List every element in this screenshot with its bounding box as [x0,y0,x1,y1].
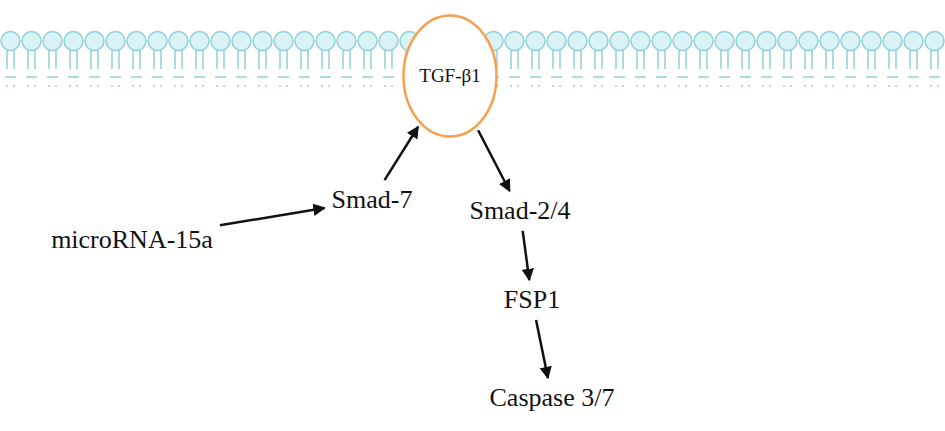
arrow-connector [220,208,325,225]
node-text: Smad-7 [332,185,413,215]
mirna-label: microRNA-15a [47,223,217,257]
arrow-connector [478,130,510,191]
node-text: microRNA-15a [51,225,213,255]
node-text: Caspase 3/7 [490,383,615,413]
protein-label: FSP1 [500,283,564,317]
arrow-connector [523,231,530,280]
protein-label: Smad-7 [328,183,417,217]
protein-label: Smad-2/4 [465,194,574,228]
node-text: Smad-2/4 [469,196,570,226]
receptor-ellipse: TGF-β1 [402,14,498,138]
protein-label: Caspase 3/7 [486,381,619,415]
node-text: FSP1 [504,285,560,315]
arrow-connector [536,320,548,378]
node-text: TGF-β1 [419,65,480,87]
arrow-connector [385,127,419,180]
